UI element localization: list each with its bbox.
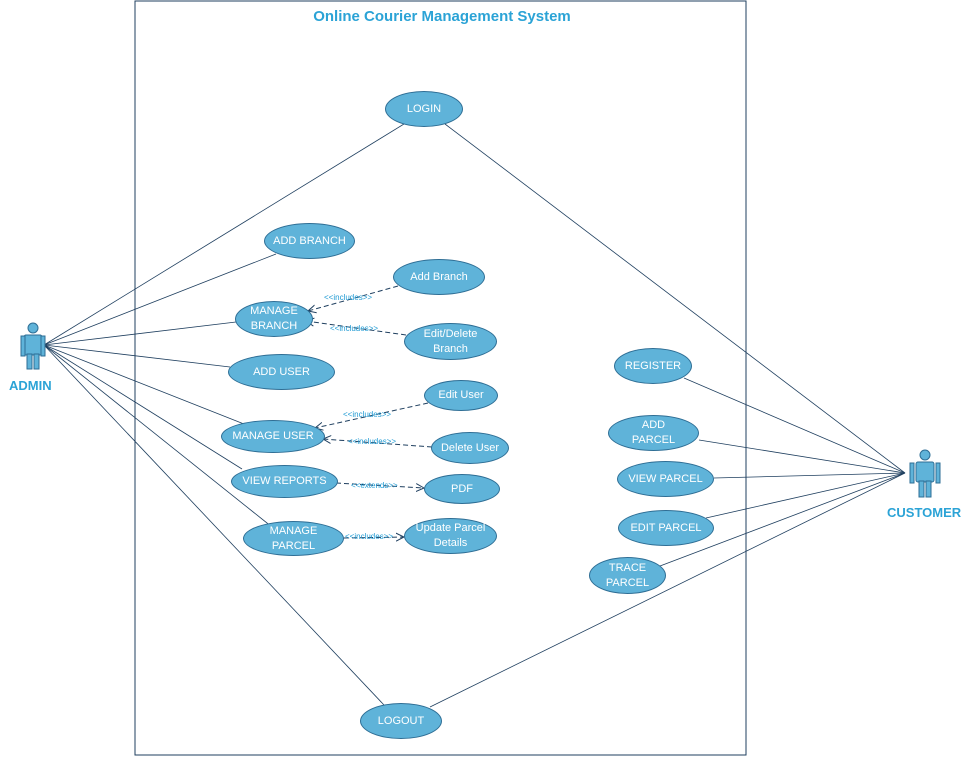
assoc-admin-login — [43, 123, 405, 346]
use-case-update-parcel-details[interactable]: Update Parcel Details — [404, 518, 497, 554]
assoc-admin-logout — [43, 344, 385, 706]
use-case-add-user[interactable]: ADD USER — [228, 354, 335, 390]
use-case-manage-branch[interactable]: MANAGE BRANCH — [235, 301, 313, 337]
admin-label: ADMIN — [9, 378, 52, 393]
relation-label-delete-user: <<includes>> — [348, 437, 397, 446]
admin-associations — [43, 123, 405, 706]
assoc-customer-view-parcel — [713, 472, 906, 479]
relation-label-update-parcel: <<includes>> — [345, 532, 394, 541]
use-case-add-branch-admin[interactable]: ADD BRANCH — [264, 223, 355, 259]
assoc-admin-manage-user — [43, 344, 245, 425]
assoc-admin-manage-parcel — [43, 344, 273, 528]
arrow-view-reports-to-pdf — [335, 482, 424, 488]
use-case-manage-user[interactable]: MANAGE USER — [221, 420, 325, 453]
assoc-admin-add-branch — [43, 253, 277, 346]
use-case-edit-delete-branch[interactable]: Edit/Delete Branch — [404, 323, 497, 360]
use-case-register[interactable]: REGISTER — [614, 348, 692, 384]
use-case-trace-parcel[interactable]: TRACE PARCEL — [589, 557, 666, 594]
use-case-view-reports[interactable]: VIEW REPORTS — [231, 465, 338, 498]
use-case-logout[interactable]: LOGOUT — [360, 703, 442, 739]
assoc-customer-add-parcel — [698, 439, 906, 474]
assoc-customer-trace-parcel — [659, 472, 906, 567]
dependency-arrows — [306, 285, 433, 538]
customer-associations — [429, 123, 906, 708]
use-case-pdf[interactable]: PDF — [424, 474, 500, 504]
assoc-customer-edit-parcel — [705, 472, 906, 519]
relation-label-edit-user: <<includes>> — [343, 410, 392, 419]
assoc-customer-register — [683, 377, 906, 474]
arrow-edit-user-to-manage-user — [315, 402, 429, 428]
use-case-edit-user[interactable]: Edit User — [424, 380, 498, 411]
relation-label-add-branch: <<includes>> — [324, 293, 373, 302]
assoc-admin-manage-branch — [43, 321, 237, 346]
arrow-edit-branch-to-manage-branch — [306, 321, 407, 336]
arrow-delete-user-to-manage-user — [323, 439, 433, 448]
admin-actor-icon — [20, 322, 46, 370]
system-title: Online Courier Management System — [313, 8, 571, 25]
relation-label-edit-branch: <<includes>> — [330, 324, 379, 333]
use-case-delete-user[interactable]: Delete User — [431, 432, 509, 464]
relation-label-pdf: <<extends>> — [351, 481, 398, 490]
assoc-admin-add-user — [43, 344, 231, 368]
customer-label: CUSTOMER — [887, 505, 962, 520]
assoc-customer-logout — [429, 472, 906, 708]
assoc-admin-view-reports — [43, 344, 243, 470]
arrow-manage-parcel-to-update — [343, 537, 404, 538]
use-case-add-branch[interactable]: Add Branch — [393, 259, 485, 295]
use-case-manage-parcel[interactable]: MANAGE PARCEL — [243, 521, 344, 556]
customer-actor-icon — [909, 449, 941, 498]
use-case-add-parcel[interactable]: ADD PARCEL — [608, 415, 699, 451]
use-case-view-parcel[interactable]: VIEW PARCEL — [617, 461, 714, 497]
use-case-edit-parcel[interactable]: EDIT PARCEL — [618, 510, 714, 546]
assoc-customer-login — [444, 123, 906, 474]
system-boundary — [134, 0, 747, 756]
use-case-login[interactable]: LOGIN — [385, 91, 463, 127]
